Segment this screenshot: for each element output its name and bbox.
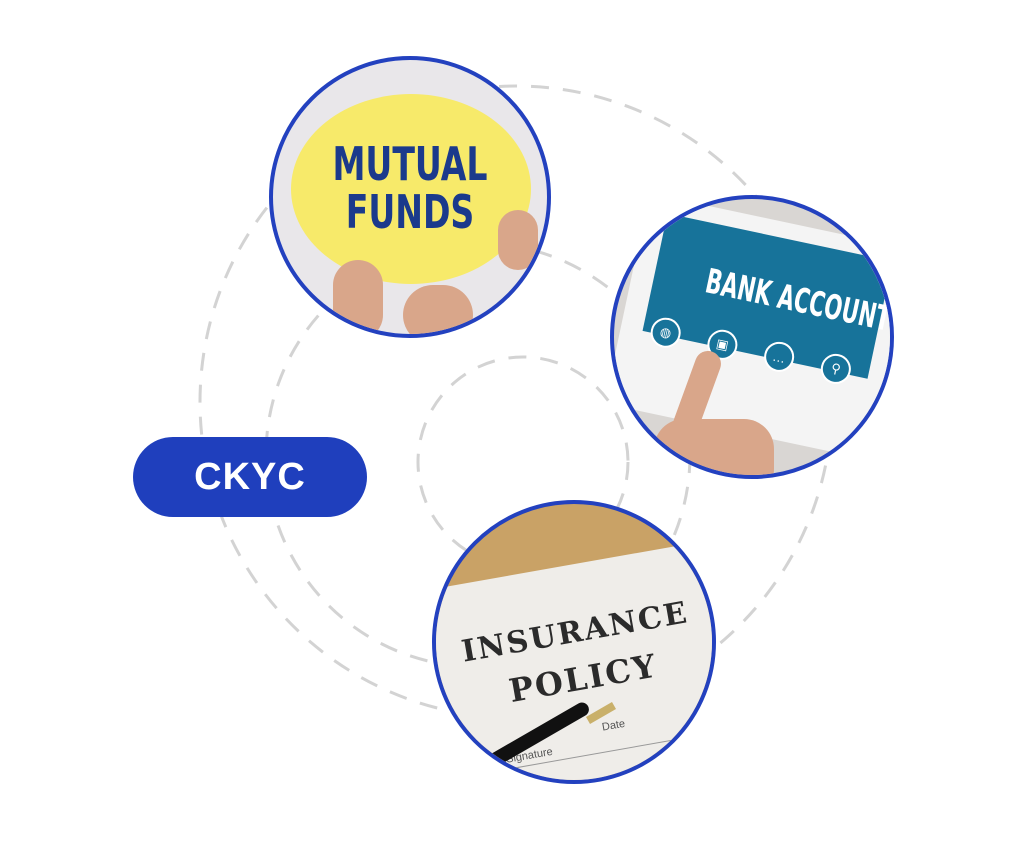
bank-account-image: BANK ACCOUNT ◍ ▣ … ⚲ <box>610 195 894 479</box>
date-field-label: Date <box>601 717 627 734</box>
policy-document: INSURANCE POLICY Date Signature <box>436 538 712 780</box>
bank-account-label: BANK ACCOUNT <box>701 261 894 340</box>
mutual-funds-line-2: FUNDS <box>345 185 475 239</box>
hand <box>498 210 538 270</box>
hand <box>403 285 473 334</box>
mutual-funds-image: MUTUAL FUNDS <box>269 56 551 338</box>
ckyc-badge: CKYC <box>133 437 367 517</box>
hand <box>654 419 774 475</box>
hand <box>333 260 383 334</box>
speech-bubble <box>291 94 531 284</box>
insurance-policy-image: INSURANCE POLICY Date Signature <box>432 500 716 784</box>
mutual-funds-line-1: MUTUAL <box>332 137 488 191</box>
